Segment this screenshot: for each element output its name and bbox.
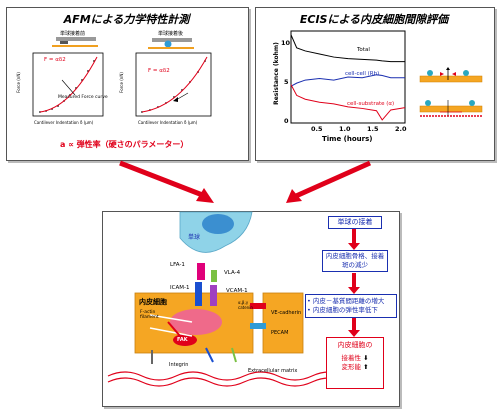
fak-label: FAK: [177, 337, 188, 343]
afm-plot1-annotation: Measured Force curve: [58, 95, 108, 100]
ve-cadherin-junction: [250, 303, 266, 309]
ecis-title: ECISによる内皮細胞間隙評価: [299, 13, 449, 26]
ecis-ytick-10: 10: [281, 39, 291, 47]
flow-result-adhesion: 接着性 ⬇: [341, 354, 369, 363]
cellsubstrate-diagram-icon: [419, 100, 483, 117]
afm-plot1-fit: [39, 56, 98, 113]
ecis-plot-frame: [290, 30, 406, 124]
afm-caption: a ∝ 弾性率（硬さのパラメーター）: [60, 140, 189, 149]
catenin-label: α,β,γ catenin: [238, 300, 253, 310]
flow-result: 内皮細胞の 接着性 ⬇ 変形能 ⬆: [326, 337, 384, 389]
integrin-center: [205, 347, 214, 363]
ecis-legend-substrate: cell-substrate (α): [347, 101, 395, 107]
afm-plot1-xlabel: Cantilever Indentation δ (μm): [34, 120, 94, 125]
ecis-series-2: [290, 84, 406, 121]
vla4-receptor: [211, 270, 217, 282]
fak-complex: [173, 334, 197, 346]
ecis-ytick-5: 5: [284, 78, 289, 86]
afm-plot2-xlabel: Cantilever Indentation δ (μm): [138, 120, 198, 125]
icam1-label: ICAM-1: [170, 285, 190, 291]
pecam-label: PECAM: [271, 330, 289, 336]
monocyte-label: 単球: [188, 234, 201, 241]
ecis-legend-total: Total: [357, 47, 370, 53]
afm-plot1-formula: F = αδ2: [44, 57, 66, 63]
down-arrow-icon: ⬇: [363, 354, 369, 363]
lfa1-receptor: [197, 263, 205, 280]
icam1-receptor: [195, 282, 202, 306]
afm-before-label: 単球接着前: [60, 31, 86, 37]
ecm-label: Extracellular matrix: [248, 368, 298, 374]
ecm-line-2: [107, 377, 347, 387]
afm-plot2-fit: [141, 56, 208, 113]
ecis-xtick-0-5: 0.5: [311, 125, 323, 133]
cantilever-after-icon: [148, 38, 194, 49]
cellcell-diagram-icon: [419, 67, 483, 83]
ecis-series-0: [290, 34, 405, 63]
factin-label: F-actin filament: [140, 310, 159, 320]
ecis-series-1: [290, 74, 405, 87]
afm-plot2-frame: [135, 52, 212, 117]
flow-result-deformability: 変形能 ⬆: [341, 363, 369, 372]
vcam1-receptor: [210, 285, 217, 306]
ecis-legend-cellcell: cell-cell (Rb): [345, 71, 380, 77]
ecis-xlabel: Time (hours): [322, 135, 373, 143]
up-arrow-icon: ⬆: [363, 363, 369, 372]
vcam1-label: VCAM-1: [226, 288, 248, 294]
ecis-xtick-2-0: 2.0: [395, 125, 407, 133]
pecam-junction: [250, 323, 266, 329]
ecis-xtick-1-5: 1.5: [367, 125, 379, 133]
integrin-label: Integrin: [169, 362, 189, 368]
flow-arrow-3: [348, 330, 360, 337]
actin-filament-1: [149, 314, 193, 323]
afm-panel: [6, 7, 249, 161]
ecm-line-1: [107, 371, 347, 381]
afm-title: AFMによる力学特性計測: [63, 13, 190, 26]
endothelial-label: 内皮細胞: [139, 298, 167, 306]
flow-arrow-1: [348, 243, 360, 250]
flow-step-1: 単球の接着: [328, 216, 382, 230]
flow-step-3a: • 内皮－基質間距離の増大: [307, 297, 385, 305]
afm-plot1-frame: [32, 52, 104, 117]
flow-result-title: 内皮細胞の: [337, 341, 373, 349]
endothelial-cell-right: [262, 292, 304, 354]
fak-arrow: [167, 321, 181, 337]
arrow-afm-to-mechanism: [119, 160, 206, 199]
flow-step-3b: • 内皮細胞の弾性率低下: [307, 305, 378, 314]
flow-step-3: • 内皮－基質間距離の増大 • 内皮細胞の弾性率低下: [305, 294, 397, 318]
ecis-ytick-0: 0: [284, 117, 289, 125]
ecis-xtick-1-0: 1.0: [339, 125, 351, 133]
vecadherin-label: VE-cadherin: [271, 310, 302, 316]
afm-plot2-formula: F = αδ2: [148, 68, 170, 74]
monocyte-nucleus: [202, 214, 234, 234]
actin-filament-2: [149, 327, 193, 337]
flow-step-2: 内皮細胞骨格、接着斑の減少: [322, 250, 388, 272]
flow-arrow-2: [348, 287, 360, 294]
vla4-label: VLA-4: [224, 270, 241, 276]
lfa1-label: LFA-1: [170, 262, 185, 268]
integrin-right: [231, 347, 237, 363]
arrow-ecis-to-mechanism: [294, 160, 372, 199]
afm-after-label: 単球接着後: [158, 31, 184, 37]
cantilever-before-icon: [52, 37, 98, 47]
endothelial-nucleus: [170, 309, 222, 335]
